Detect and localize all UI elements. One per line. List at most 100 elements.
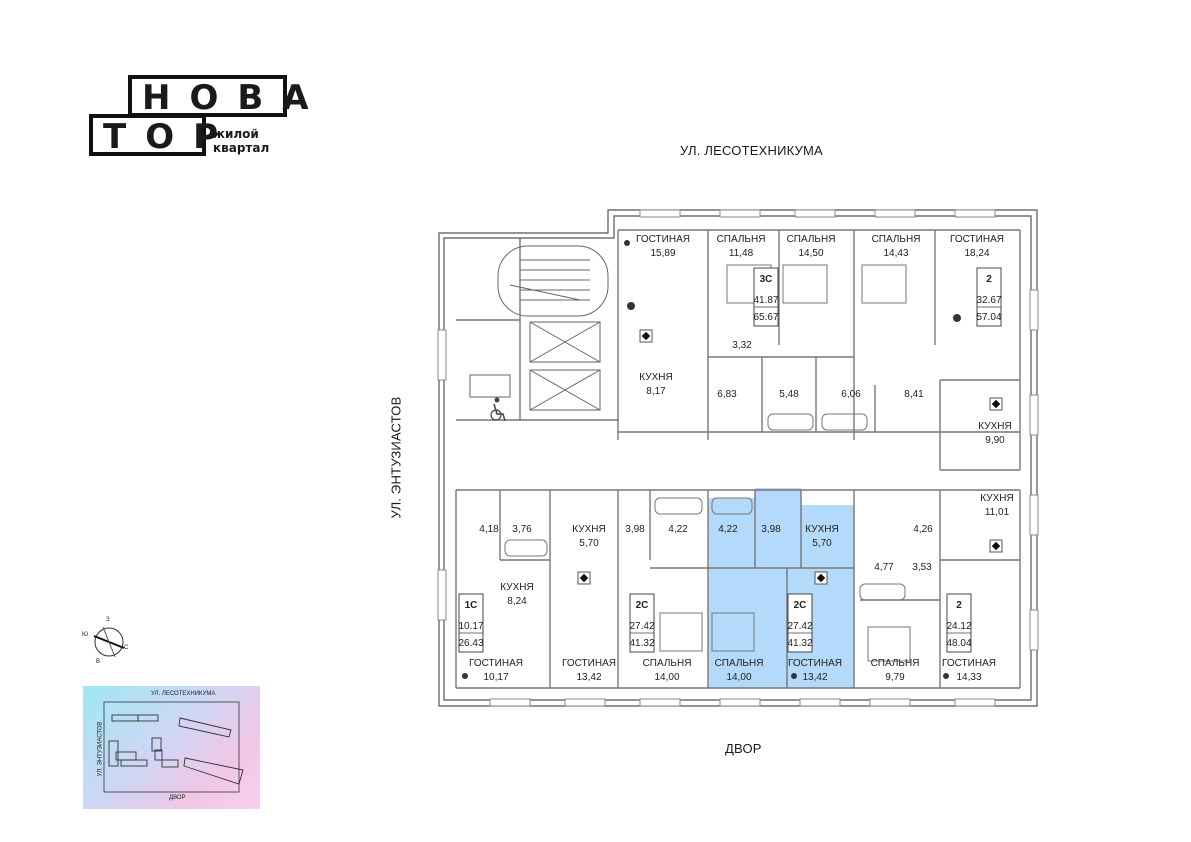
room-name: КУХНЯ [980, 493, 1013, 504]
apartment-badge[interactable]: 2 32.67 57.04 [976, 267, 1002, 327]
apartment-type: 2С [636, 600, 649, 611]
windows [437, 209, 1039, 707]
minimap-north-label: УЛ. ЛЕСОТЕХНИКУМА [151, 691, 216, 697]
apartment-total: 57.04 [976, 312, 1001, 323]
room-name: ГОСТИНАЯ [469, 658, 523, 669]
room-name: СПАЛЬНЯ [871, 658, 920, 669]
compass [89, 622, 129, 662]
apartment-badge-frame [458, 593, 484, 653]
apartment-badge[interactable]: 1С 10.17 26.43 [458, 593, 484, 653]
room-area: 18,24 [964, 248, 989, 259]
apartment-badge-frame [753, 267, 779, 327]
apartment-total: 65.67 [753, 312, 778, 323]
room-name: ГОСТИНАЯ [942, 658, 996, 669]
apartment-badges: 3С 41.87 65.67 2 32.67 57.04 1С 10.17 26.43 2С 27.… [458, 267, 1002, 653]
room-area: 10,17 [483, 672, 508, 683]
room-area: 8,24 [507, 596, 527, 607]
compass-s: В [96, 659, 101, 665]
site-minimap: УЛ. ЛЕСОТЕХНИКУМА УЛ. ЭНТУЗИАСТОВ ДВОР [83, 686, 260, 809]
apartment-total: 26.43 [458, 638, 483, 649]
elevators[interactable] [469, 321, 601, 411]
minimap-buildings [103, 701, 244, 793]
logo-subtitle: жилой квартал [213, 127, 269, 155]
logo-subtitle-line2: квартал [213, 141, 270, 155]
apartment-total: 48.04 [946, 638, 971, 649]
room-area: 4,22 [668, 524, 688, 535]
table-diamonds [579, 331, 1001, 583]
apartment-badge[interactable]: 2С 27.42 41.32 [629, 593, 655, 653]
room-area: 3,98 [761, 524, 781, 535]
apartment-living: 10.17 [458, 621, 483, 632]
apartment-badge-frame [946, 593, 972, 653]
room-area: 8,41 [904, 389, 924, 400]
apartment-living: 32.67 [976, 295, 1001, 306]
accessibility-icon [490, 397, 506, 422]
apartment-badge[interactable]: 3С 41.87 65.67 [753, 267, 779, 327]
room-area: 4,22 [718, 524, 738, 535]
logo-subtitle-line1: жилой [213, 127, 259, 141]
room-name: КУХНЯ [978, 421, 1011, 432]
street-south-label: ДВОР [725, 741, 762, 756]
compass-n: З [106, 617, 110, 623]
room-area: 3,76 [512, 524, 532, 535]
apartment-badge-frame [787, 593, 813, 653]
apartment-living: 41.87 [753, 295, 778, 306]
room-name: ГОСТИНАЯ [950, 234, 1004, 245]
room-area: 14,00 [726, 672, 751, 683]
room-area: 11,48 [729, 248, 754, 259]
logo-top-word: НОВА [142, 78, 328, 118]
room-name: КУХНЯ [805, 524, 838, 535]
room-area: 3,53 [912, 562, 932, 573]
minimap-south-label: ДВОР [169, 795, 186, 801]
plants [462, 240, 961, 679]
room-area: 5,70 [579, 538, 599, 549]
apartment-badge-frame [629, 593, 655, 653]
room-name: КУХНЯ [500, 582, 533, 593]
stairwell[interactable] [497, 245, 609, 317]
apartment-total: 41.32 [629, 638, 654, 649]
street-north-label: УЛ. ЛЕСОТЕХНИКУМА [680, 143, 823, 158]
room-area: 11,01 [985, 507, 1010, 518]
compass-e: С [124, 645, 129, 651]
room-area: 8,17 [646, 386, 666, 397]
room-area: 15,89 [650, 248, 675, 259]
room-area: 4,77 [874, 562, 894, 573]
room-name: СПАЛЬНЯ [872, 234, 921, 245]
room-area: 13,42 [576, 672, 601, 683]
apartment-badge-frame [976, 267, 1002, 327]
bathtubs [504, 413, 906, 601]
apartment-badge[interactable]: 2 24.12 48.04 [946, 593, 972, 653]
room-name: СПАЛЬНЯ [787, 234, 836, 245]
room-name: КУХНЯ [639, 372, 672, 383]
apartment-type: 2 [956, 600, 962, 611]
room-labels: ГОСТИНАЯ15,89СПАЛЬНЯ11,48СПАЛЬНЯ14,50СПА… [469, 234, 1014, 683]
room-area: 14,43 [883, 248, 908, 259]
room-area: 4,26 [913, 524, 933, 535]
room-name: КУХНЯ [572, 524, 605, 535]
room-area: 4,18 [479, 524, 499, 535]
outer-walls [438, 209, 1038, 707]
apartment-type: 2 [986, 274, 992, 285]
apartment-type: 1С [465, 600, 478, 611]
room-area: 9,79 [885, 672, 905, 683]
room-area: 13,42 [802, 672, 827, 683]
room-area: 5,70 [812, 538, 832, 549]
logo-bottom-word: ТОР [103, 117, 238, 157]
room-area: 14,33 [956, 672, 981, 683]
room-area: 6,06 [841, 389, 861, 400]
apartment-living: 24.12 [946, 621, 971, 632]
room-name: СПАЛЬНЯ [715, 658, 764, 669]
room-area: 14,00 [654, 672, 679, 683]
apartment-type: 3С [760, 274, 773, 285]
room-name: ГОСТИНАЯ [788, 658, 842, 669]
apartment-type: 2С [794, 600, 807, 611]
compass-icon [93, 626, 125, 658]
room-area: 14,50 [798, 248, 823, 259]
room-area: 3,32 [732, 340, 752, 351]
room-name: СПАЛЬНЯ [643, 658, 692, 669]
room-area: 6,83 [717, 389, 737, 400]
room-name: ГОСТИНАЯ [636, 234, 690, 245]
apartment-living: 27.42 [629, 621, 654, 632]
